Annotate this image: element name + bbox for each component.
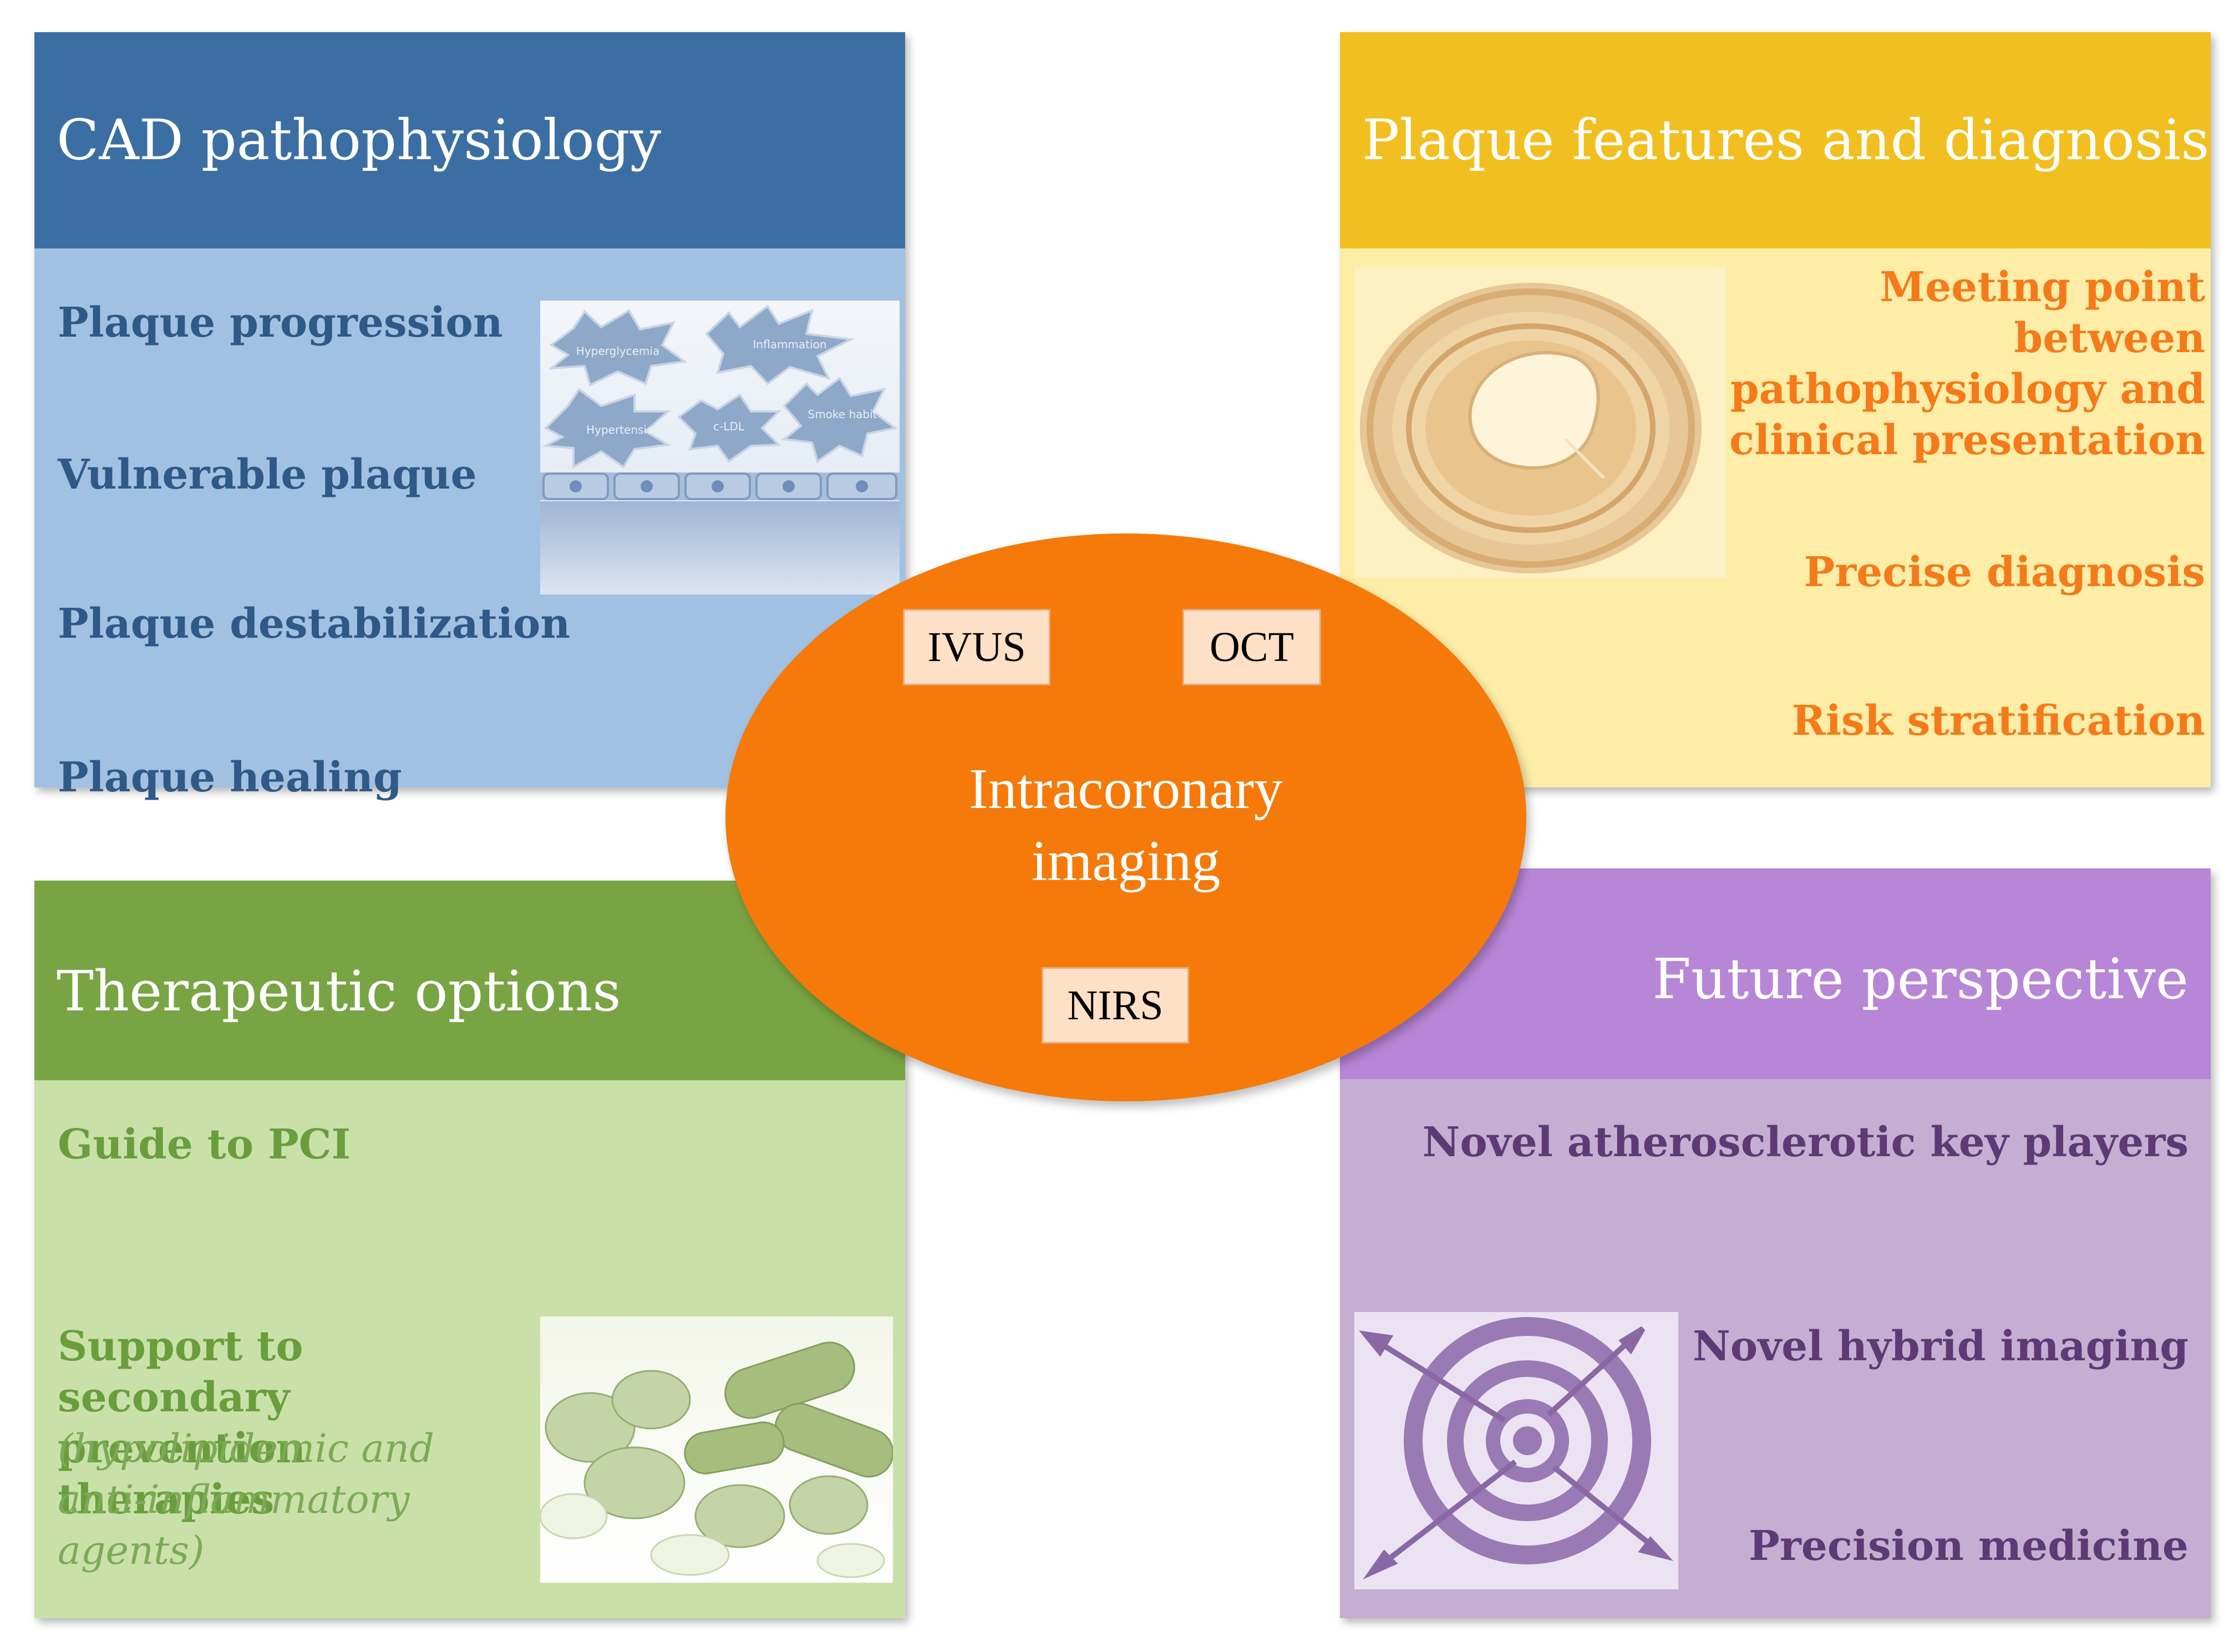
future-item-novel-key-players: Novel atherosclerotic key players bbox=[1422, 1119, 2189, 1166]
label-hypertension: Hypertension bbox=[586, 423, 661, 436]
plaque-item-meeting-point: Meeting point between pathophysiology an… bbox=[1729, 263, 2205, 464]
center-title: Intracoronary imaging bbox=[969, 757, 1283, 893]
plaque-title: Plaque features and diagnosis bbox=[1362, 108, 2210, 172]
label-smoke-habit: Smoke habit bbox=[808, 408, 877, 421]
modality-nirs: NIRS bbox=[1042, 967, 1189, 1044]
plaque-item-precise-diagnosis: Precise diagnosis bbox=[1804, 548, 2205, 596]
therapeutic-title: Therapeutic options bbox=[57, 959, 621, 1024]
therapeutic-body: Guide to PCI Support to secondary preven… bbox=[34, 1085, 905, 1618]
target-arrows-icon bbox=[1354, 1312, 1678, 1589]
label-c-ldl: c-LDL bbox=[713, 420, 745, 433]
panel-cad-pathophysiology: CAD pathophysiology Plaque progression V… bbox=[34, 32, 905, 801]
cad-item-vulnerable-plaque: Vulnerable plaque bbox=[58, 451, 477, 499]
modality-ivus: IVUS bbox=[903, 609, 1050, 685]
cad-item-plaque-progression: Plaque progression bbox=[58, 299, 503, 347]
plaque-body: Meeting point between pathophysiology an… bbox=[1340, 253, 2211, 787]
vessel-cross-section-figure bbox=[1354, 267, 1726, 578]
plaque-header: Plaque features and diagnosis bbox=[1340, 32, 2211, 248]
label-inflammation: Inflammation bbox=[753, 338, 827, 351]
modality-oct: OCT bbox=[1182, 609, 1321, 685]
cad-body: Plaque progression Vulnerable plaque Pla… bbox=[34, 253, 905, 801]
future-header: Future perspective bbox=[1340, 868, 2211, 1079]
cad-header: CAD pathophysiology bbox=[34, 32, 905, 248]
therapeutic-item-guide-pci: Guide to PCI bbox=[58, 1121, 351, 1168]
future-item-precision-medicine: Precision medicine bbox=[1749, 1522, 2189, 1570]
panel-future-perspective: Future perspective Novel atherosclerotic… bbox=[1340, 868, 2211, 1618]
therapeutic-item-secondary-prevention: Support to secondary prevention therapie… bbox=[58, 1323, 306, 1523]
panel-plaque-features: Plaque features and diagnosis Meeting po… bbox=[1340, 32, 2211, 787]
cad-item-plaque-destabilization: Plaque destabilization bbox=[58, 600, 571, 648]
cad-title: CAD pathophysiology bbox=[57, 108, 662, 172]
inflammation-bubbles-figure: Hyperglycemia Inflammation Hypertension … bbox=[540, 301, 900, 594]
therapeutic-item-note: (hypolipidemic and anti-inflammatory age… bbox=[58, 1426, 434, 1573]
plaque-item-risk-stratification: Risk stratification bbox=[1791, 697, 2205, 745]
future-item-hybrid-imaging: Novel hybrid imaging bbox=[1693, 1323, 2189, 1370]
future-body: Novel atherosclerotic key players Novel … bbox=[1340, 1084, 2211, 1618]
cad-item-plaque-healing: Plaque healing bbox=[58, 754, 402, 801]
future-title: Future perspective bbox=[1652, 947, 2189, 1011]
panel-therapeutic-options: Therapeutic options Guide to PCI Support… bbox=[34, 881, 905, 1618]
label-hyperglycemia: Hyperglycemia bbox=[576, 344, 659, 358]
pills-figure bbox=[540, 1316, 893, 1583]
center-ellipse: Intracoronary imaging bbox=[725, 533, 1526, 1101]
